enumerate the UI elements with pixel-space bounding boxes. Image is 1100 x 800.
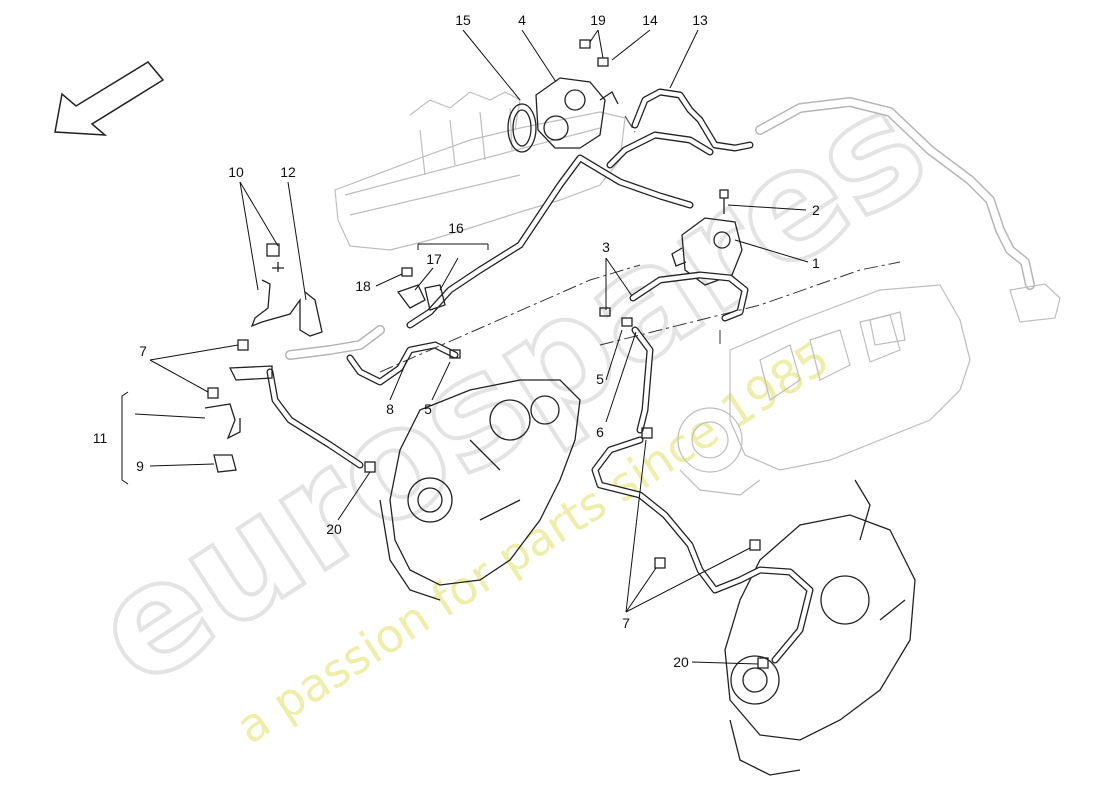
valve-screw — [719, 189, 729, 214]
pipe-8 — [346, 341, 459, 386]
vacuum-pump — [535, 77, 619, 149]
pipe-left-turbo — [266, 368, 364, 469]
callout-13: 13 — [692, 12, 708, 28]
callout-9: 9 — [136, 458, 144, 474]
watermark: eurospares a passion for parts since 198… — [63, 56, 957, 755]
leader-lines — [121, 29, 809, 665]
solenoid-valve — [671, 217, 743, 286]
callout-16: 16 — [448, 220, 464, 236]
turbocharger-right — [724, 479, 916, 776]
callout-8: 8 — [386, 401, 394, 417]
callout-1: 1 — [812, 255, 820, 271]
intake-manifold-ghost — [677, 284, 971, 496]
hose-right-ghost — [755, 97, 1061, 323]
callout-4: 4 — [518, 12, 526, 28]
callout-6: 6 — [596, 424, 604, 440]
callout-19: 19 — [590, 12, 606, 28]
callout-2: 2 — [812, 202, 820, 218]
callout-3: 3 — [602, 239, 610, 255]
assembly-lines — [379, 115, 901, 373]
clamp-16-17-18 — [396, 267, 446, 311]
engine-head-ghost — [334, 91, 626, 251]
watermark-brand: eurospares — [65, 58, 955, 720]
pump-gasket — [507, 103, 537, 153]
callout-5-left: 5 — [424, 401, 432, 417]
bracket-10-12 — [250, 243, 323, 337]
callout-10: 10 — [228, 164, 244, 180]
pipe-6 — [631, 326, 654, 434]
callout-12: 12 — [280, 164, 296, 180]
callout-18: 18 — [355, 278, 371, 294]
callout-17: 17 — [426, 251, 442, 267]
pipe-13 — [631, 88, 754, 152]
pipe-right-turbo — [591, 436, 814, 664]
callout-11: 11 — [93, 430, 108, 446]
callout-7-right: 7 — [622, 615, 630, 631]
callout-14: 14 — [642, 12, 658, 28]
arrow-icon — [54, 61, 165, 136]
callout-20-right: 20 — [673, 654, 689, 670]
connector-fittings — [364, 39, 769, 669]
pipe-upper-hose — [406, 131, 714, 329]
callout-20-left: 20 — [326, 521, 342, 537]
callout-7-left: 7 — [139, 343, 147, 359]
callout-15: 15 — [455, 12, 471, 28]
callout-5-right: 5 — [596, 371, 604, 387]
hose-left-ghost — [285, 325, 385, 360]
callout-labels: 15 4 19 14 13 2 1 3 10 12 16 17 18 7 11 … — [93, 12, 820, 670]
turbocharger-left — [379, 379, 581, 601]
pipe-3 — [629, 271, 749, 322]
